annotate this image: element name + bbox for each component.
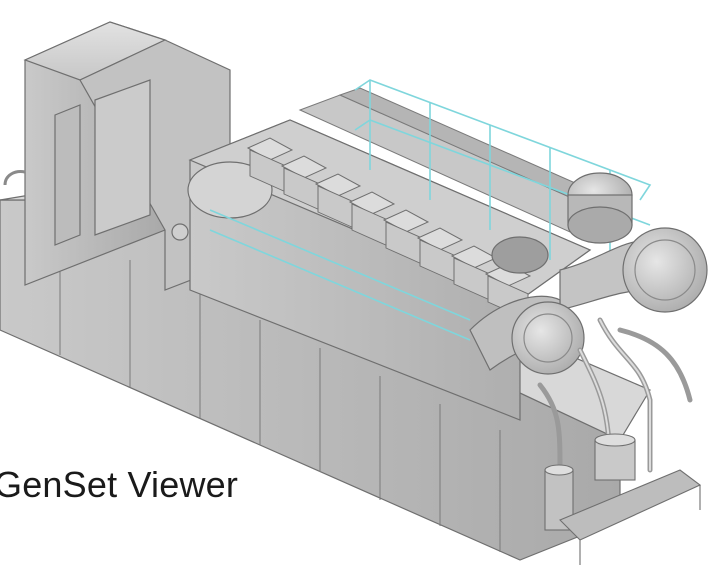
cylinder-head	[314, 173, 362, 231]
turbocharger-assembly	[469, 172, 708, 375]
cylinder-head	[382, 209, 430, 267]
pump-cluster	[544, 433, 702, 565]
viewer-title: GenSet Viewer	[0, 464, 239, 505]
generator-housing	[3, 21, 231, 291]
cylinder-head	[348, 191, 396, 249]
cylinder-heads	[246, 137, 532, 321]
